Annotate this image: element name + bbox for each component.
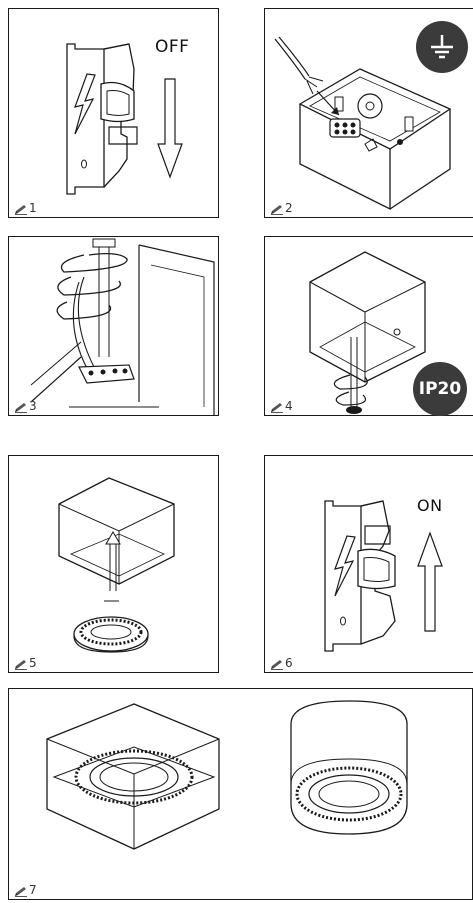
step-number-5: 5 bbox=[15, 656, 37, 670]
step-number-2: 2 bbox=[271, 201, 293, 215]
on-label: ON bbox=[417, 496, 443, 515]
lightning-bolt-icon bbox=[74, 73, 96, 135]
pencil-icon bbox=[271, 659, 284, 670]
power-on-arrow-icon bbox=[417, 531, 443, 632]
finished-fixtures-illustration bbox=[46, 700, 408, 850]
pencil-icon bbox=[271, 204, 284, 215]
ground-symbol-icon bbox=[431, 35, 453, 59]
lightning-bolt-icon bbox=[334, 535, 356, 597]
switch-off-illustration bbox=[66, 43, 183, 195]
junction-box-illustration bbox=[274, 36, 452, 211]
panel-step-2: 2 bbox=[264, 8, 473, 218]
step-number-1: 1 bbox=[15, 201, 37, 215]
panel-step-5: 5 bbox=[8, 455, 219, 673]
step-number-7: 7 bbox=[15, 883, 37, 897]
pencil-icon bbox=[271, 402, 284, 413]
insert-lamp-illustration bbox=[58, 477, 175, 653]
step-number-4: 4 bbox=[271, 399, 293, 413]
switch-on-illustration bbox=[324, 500, 443, 652]
step-number-6: 6 bbox=[271, 656, 293, 670]
ip-rating-badge: IP20 bbox=[413, 362, 467, 416]
pencil-icon bbox=[15, 402, 28, 413]
step-number-3: 3 bbox=[15, 399, 37, 413]
mount-bracket-illustration bbox=[309, 251, 426, 414]
panel-step-6: ON 6 bbox=[264, 455, 473, 673]
power-off-arrow-icon bbox=[157, 78, 183, 179]
panel-step-4: IP20 4 bbox=[264, 236, 473, 416]
panel-step-3: 3 bbox=[8, 236, 219, 416]
pencil-icon bbox=[15, 204, 28, 215]
wiring-illustration bbox=[30, 238, 215, 415]
panel-step-7: 7 bbox=[8, 688, 473, 900]
off-label: OFF bbox=[155, 37, 190, 57]
pencil-icon bbox=[15, 886, 28, 897]
ground-symbol-badge bbox=[416, 21, 468, 73]
pencil-icon bbox=[15, 659, 28, 670]
panel-step-1: OFF 1 bbox=[8, 8, 219, 218]
